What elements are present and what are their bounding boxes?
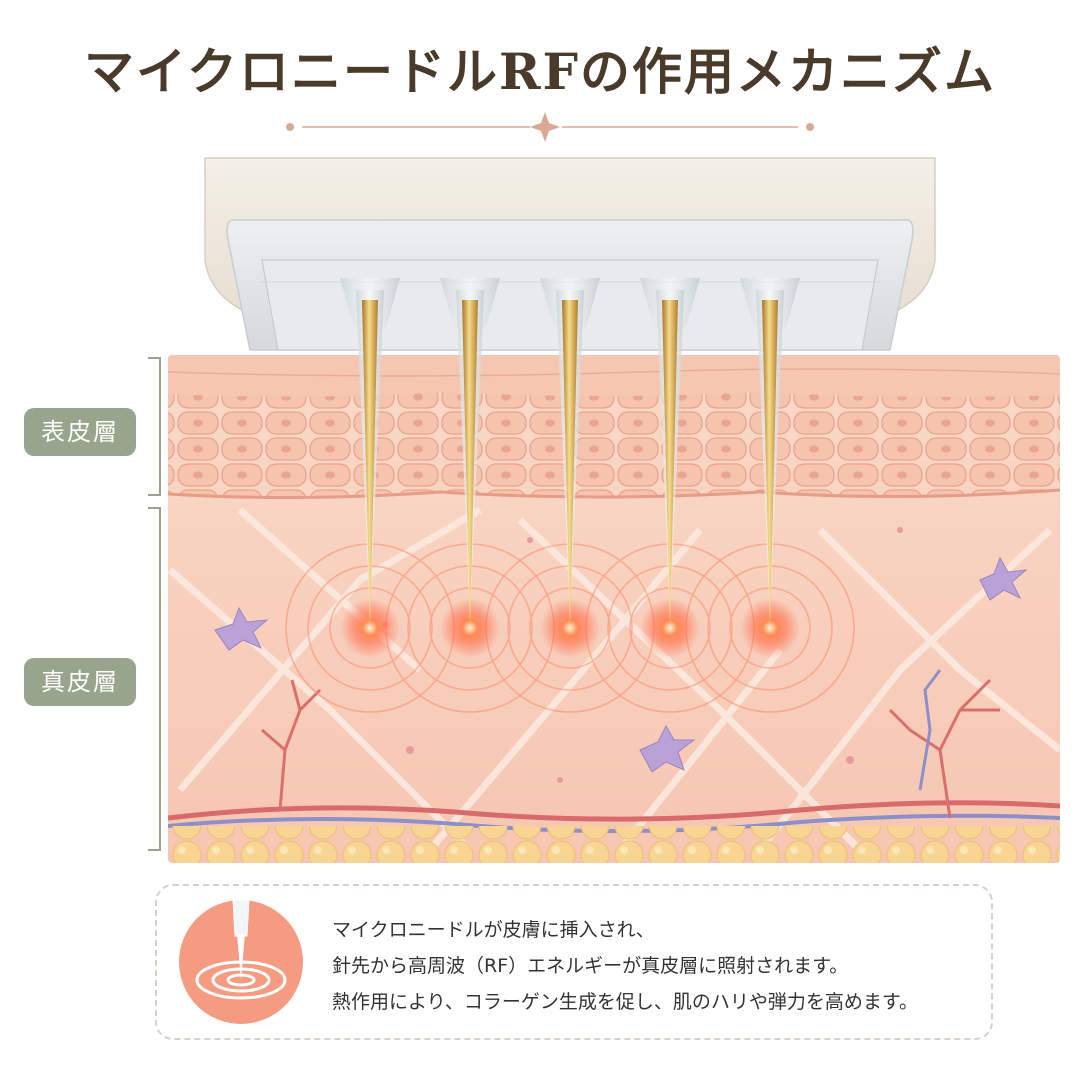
description-box: マイクロニードルが皮膚に挿入され、 針先から高周波（RF）エネルギーが真皮層に照… [155, 884, 993, 1040]
page-title: マイクロニードルRFの作用メカニズム [0, 32, 1080, 104]
label-dermis: 真皮層 [24, 658, 136, 706]
description-line: 熱作用により、コラーゲン生成を促し、肌のハリや弾力を高めます。 [332, 984, 982, 1020]
label-epidermis: 表皮層 [24, 408, 136, 456]
description-line: 針先から高周波（RF）エネルギーが真皮層に照射されます。 [332, 948, 982, 984]
description-text: マイクロニードルが皮膚に挿入され、 針先から高周波（RF）エネルギーが真皮層に照… [332, 912, 982, 1020]
layer-bracket [148, 358, 160, 850]
title-ornament [280, 110, 820, 144]
description-line: マイクロニードルが皮膚に挿入され、 [332, 912, 982, 948]
needle-rf-icon [175, 896, 307, 1028]
sparkle-icon [530, 112, 560, 142]
skin-cross-section [168, 355, 1060, 870]
microneedle-diagram [0, 150, 1080, 870]
